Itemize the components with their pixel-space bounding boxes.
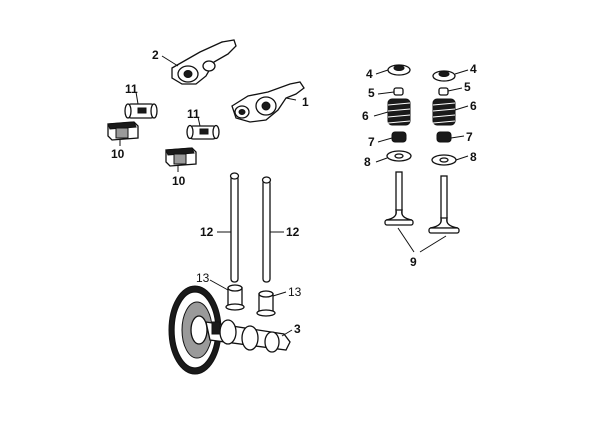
valve-spring-right bbox=[432, 98, 456, 126]
spring-seat-right bbox=[431, 154, 457, 166]
leader-1 bbox=[285, 97, 297, 101]
rocker-shaft-lower bbox=[186, 124, 220, 140]
leader-4-right bbox=[454, 69, 469, 75]
leader-5-right bbox=[447, 87, 463, 92]
callout-11-lower: 11 bbox=[187, 107, 200, 121]
leader-5-left bbox=[377, 91, 395, 95]
tappet-right bbox=[256, 290, 276, 317]
leader-6-left bbox=[373, 111, 389, 117]
callout-8-left: 8 bbox=[364, 155, 371, 169]
callout-11-upper: 11 bbox=[125, 82, 138, 96]
callout-9: 9 bbox=[410, 255, 417, 269]
leader-9-right bbox=[419, 235, 447, 253]
callout-5-left: 5 bbox=[368, 86, 375, 100]
spring-retainer-left bbox=[387, 64, 411, 76]
valve-spring-left bbox=[387, 98, 411, 126]
leader-13-left bbox=[209, 279, 229, 291]
rocker-block-upper bbox=[107, 121, 139, 141]
rocker-arm-left bbox=[171, 39, 237, 85]
callout-8-right: 8 bbox=[470, 150, 477, 164]
spring-seat-left bbox=[386, 150, 412, 162]
callout-12-left: 12 bbox=[200, 225, 214, 239]
callout-13-left: 13 bbox=[196, 271, 210, 285]
spring-retainer-right bbox=[432, 70, 456, 82]
leader-11-upper bbox=[135, 91, 139, 105]
tappet-left bbox=[225, 284, 245, 311]
callout-7-left: 7 bbox=[368, 135, 375, 149]
callout-10-lower: 10 bbox=[172, 174, 186, 188]
camshaft bbox=[168, 285, 291, 375]
callout-1: 1 bbox=[302, 95, 309, 109]
callout-4-right: 4 bbox=[470, 62, 477, 76]
leader-3 bbox=[281, 329, 293, 337]
valve-seal-right bbox=[436, 131, 452, 143]
leader-2 bbox=[161, 55, 179, 67]
callout-12-right: 12 bbox=[286, 225, 300, 239]
callout-2: 2 bbox=[152, 48, 159, 62]
rocker-shaft-upper bbox=[124, 103, 158, 119]
valve-keeper-right bbox=[438, 87, 449, 96]
callout-7-right: 7 bbox=[466, 130, 473, 144]
leader-8-right bbox=[455, 155, 469, 161]
leader-7-left bbox=[377, 137, 393, 143]
pushrod-left bbox=[229, 172, 240, 283]
leader-4-left bbox=[375, 69, 389, 75]
callout-5-right: 5 bbox=[464, 80, 471, 94]
valve-seal-left bbox=[391, 131, 407, 143]
callout-4-left: 4 bbox=[366, 67, 373, 81]
leader-11-lower bbox=[197, 116, 201, 127]
valve-keeper-left bbox=[393, 87, 404, 96]
callout-6-left: 6 bbox=[362, 109, 369, 123]
leader-13-right bbox=[272, 291, 287, 297]
valve-left bbox=[384, 171, 414, 226]
leader-7-right bbox=[450, 135, 465, 139]
leader-6-right bbox=[454, 105, 469, 111]
rocker-arm-right bbox=[231, 81, 305, 123]
valve-right bbox=[428, 175, 460, 234]
rocker-block-lower bbox=[165, 147, 197, 167]
leader-8-left bbox=[375, 157, 388, 163]
callout-10-upper: 10 bbox=[111, 147, 125, 161]
callout-3: 3 bbox=[294, 322, 301, 336]
pushrod-right bbox=[261, 176, 272, 283]
leader-9-left bbox=[397, 227, 415, 253]
callout-13-right: 13 bbox=[288, 285, 302, 299]
callout-6-right: 6 bbox=[470, 99, 477, 113]
